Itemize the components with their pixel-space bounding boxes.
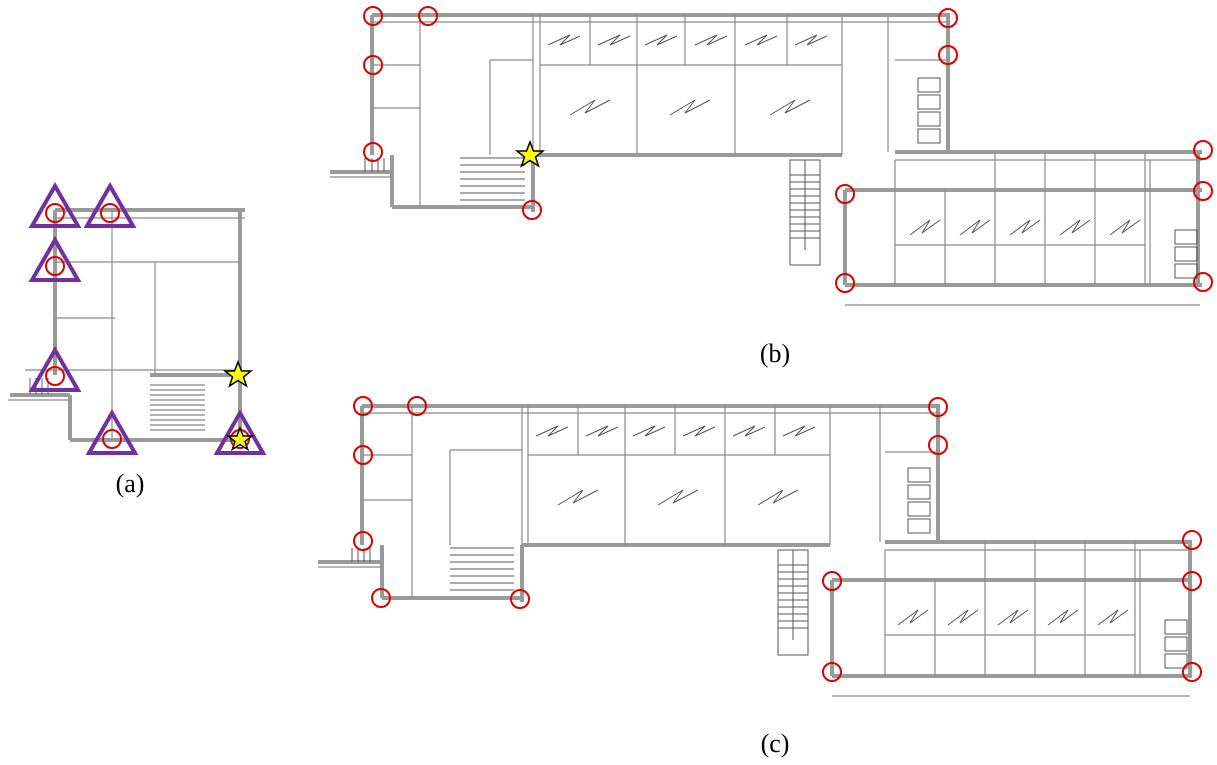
- column-circle-marker: [407, 396, 427, 416]
- triangle-marker: [28, 235, 82, 282]
- panel-a: (a): [8, 181, 267, 498]
- column-circle-marker: [928, 435, 948, 455]
- star-marker: [225, 425, 255, 452]
- panel-c-zigzags: [535, 425, 1129, 626]
- panel-b-stars: [514, 139, 546, 168]
- column-circle-marker: [1182, 571, 1202, 591]
- column-circle-marker: [1182, 530, 1202, 550]
- panel-b-stairs: [364, 157, 821, 266]
- panel-c-thin-lines: [318, 406, 1192, 697]
- column-circle-marker: [45, 256, 65, 276]
- panel-a-walls: [10, 208, 245, 445]
- column-circle-marker: [418, 6, 438, 26]
- column-circle-marker: [1182, 662, 1202, 682]
- column-circle-marker: [835, 273, 855, 293]
- column-circle-marker: [371, 588, 391, 608]
- panel-b-toilets: [917, 77, 1198, 279]
- column-circle-marker: [938, 45, 958, 65]
- column-circle-marker: [1193, 181, 1213, 201]
- column-circle-marker: [938, 8, 958, 28]
- column-circle-marker: [510, 589, 530, 609]
- panel-b-label: (b): [760, 339, 790, 368]
- triangle-marker: [28, 345, 82, 392]
- column-circle-marker: [822, 571, 842, 591]
- column-circle-marker: [363, 6, 383, 26]
- column-circle-marker: [363, 55, 383, 75]
- column-circle-marker: [102, 429, 122, 449]
- column-circle-marker: [928, 397, 948, 417]
- column-circle-marker: [100, 203, 120, 223]
- panel-a-stars: [222, 359, 255, 452]
- panel-c-circles: [353, 396, 1202, 682]
- panel-c-toilets: [907, 467, 1188, 669]
- column-circle-marker: [522, 200, 542, 220]
- panel-b-walls: [330, 13, 1202, 287]
- panel-b: (b): [330, 6, 1213, 368]
- column-circle-marker: [822, 662, 842, 682]
- column-circle-marker: [1193, 272, 1213, 292]
- panel-b-zigzags: [547, 34, 1141, 236]
- panel-c-label: (c): [761, 729, 790, 758]
- triangle-marker: [213, 408, 267, 455]
- column-circle-marker: [353, 531, 373, 551]
- panel-b-circles: [363, 6, 1213, 293]
- panel-c: (c): [318, 396, 1202, 758]
- panel-a-thin-lines: [8, 210, 245, 440]
- column-circle-marker: [363, 142, 383, 162]
- triangle-marker: [83, 181, 137, 228]
- column-circle-marker: [353, 396, 373, 416]
- panel-a-label: (a): [116, 469, 145, 498]
- triangle-marker: [28, 181, 82, 228]
- column-circle-marker: [835, 184, 855, 204]
- panel-c-walls: [318, 404, 1192, 678]
- panel-a-stairs: [29, 378, 205, 431]
- column-circle-marker: [1193, 140, 1213, 160]
- column-circle-marker: [353, 445, 373, 465]
- star-marker: [514, 139, 546, 168]
- star-marker: [222, 359, 254, 388]
- column-circle-marker: [45, 366, 65, 386]
- panel-a-circles: [45, 203, 250, 449]
- column-circle-marker: [45, 203, 65, 223]
- triangle-marker: [85, 408, 139, 455]
- panel-b-thin-lines: [330, 15, 1202, 306]
- panel-a-triangles: [28, 181, 267, 455]
- panel-c-stairs: [351, 547, 809, 656]
